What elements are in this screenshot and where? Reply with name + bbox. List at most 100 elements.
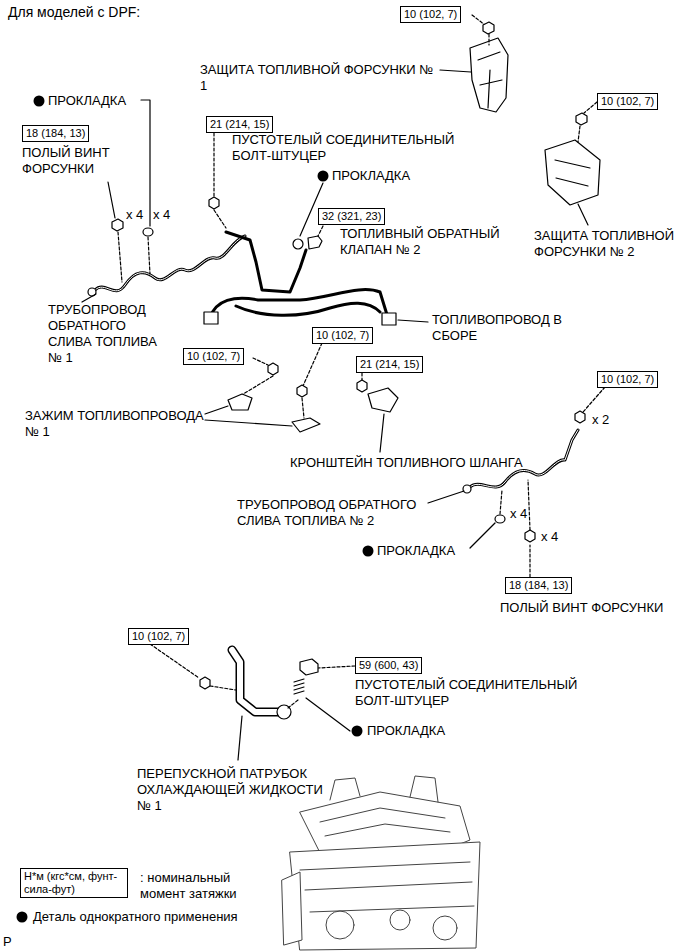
torque-box: 10 (102, 7) — [183, 348, 244, 365]
gasket-symbol — [293, 239, 303, 249]
leader-dashed — [583, 387, 605, 412]
protector-detail — [478, 52, 502, 108]
torque-value: Н*м (кгс*см, фунт-сила-фут) — [24, 870, 124, 896]
leader-dashed — [118, 232, 150, 282]
leader-dashed — [472, 15, 485, 25]
torque-box: 21 (214, 15) — [206, 116, 273, 133]
engine-sketch — [282, 776, 480, 950]
torque-value: 21 (214, 15) — [360, 358, 419, 371]
leader-line — [440, 70, 471, 72]
bolt-symbol — [112, 219, 123, 231]
leader-line — [380, 414, 384, 452]
part-label: ТРУБОПРОВОД ОБРАТНОГО СЛИВА ТОПЛИВА № 2 — [237, 497, 432, 529]
pipe — [210, 290, 388, 318]
quantity-callout: x 4 — [510, 506, 527, 522]
torque-box: 32 (321, 23) — [318, 208, 385, 225]
leader-line — [398, 320, 428, 322]
legend-entry: : номинальный момент затяжки — [140, 870, 252, 902]
leader-dashed — [150, 644, 199, 678]
pipe — [232, 650, 282, 712]
pipe-end — [463, 485, 471, 493]
bolt-symbol — [357, 380, 367, 392]
bolt-symbol — [209, 197, 219, 209]
torque-value: 18 (184, 13) — [26, 127, 85, 140]
torque-box: 18 (184, 13) — [505, 577, 572, 594]
bolt-symbol — [575, 411, 585, 423]
connector-shape — [382, 313, 396, 325]
protector-detail — [555, 160, 590, 186]
page-title: Для моделей с DPF: — [8, 4, 140, 21]
torque-box: 18 (184, 13) — [22, 125, 89, 142]
bolt-symbol — [268, 363, 278, 375]
part-label: P — [3, 934, 12, 950]
bolt-symbol — [525, 530, 535, 542]
part-label: КРОНШТЕЙН ТОПЛИВНОГО ШЛАНГА — [290, 455, 523, 471]
part-label: ПОЛЫЙ ВИНТ ФОРСУНКИ — [500, 600, 663, 616]
legend-text: Деталь однократного применения — [33, 909, 238, 924]
connector-shape — [204, 312, 218, 324]
pipe — [236, 303, 380, 315]
leader-dashed — [213, 133, 214, 198]
leader-dashed — [288, 700, 298, 708]
quantity-callout: x 4 — [153, 207, 170, 223]
bracket-shape — [368, 388, 398, 412]
leader-dashed — [303, 343, 322, 386]
part-label: ПЕРЕПУСКНОЙ ПАТРУБОК ОХЛАЖДАЮЩЕЙ ЖИДКОСТ… — [137, 766, 327, 814]
leader-dashed — [528, 480, 530, 530]
leader-dashed — [253, 358, 268, 365]
leader-line — [428, 491, 464, 503]
quantity-callout: x 2 — [592, 412, 609, 428]
bolt-symbol — [300, 659, 318, 675]
torque-box: 10 (102, 7) — [312, 327, 373, 344]
torque-box: 10 (102, 7) — [400, 6, 461, 23]
leader-line — [108, 182, 115, 218]
torque-value: 10 (102, 7) — [187, 350, 240, 363]
torque-value: 10 (102, 7) — [132, 630, 185, 643]
leader-line — [205, 406, 292, 426]
leader-dashed — [210, 686, 236, 690]
torque-value: 10 (102, 7) — [316, 329, 369, 342]
leader-line — [82, 294, 96, 302]
leader-dashed — [500, 490, 502, 514]
quantity-callout: x 4 — [126, 207, 143, 223]
pipe — [232, 650, 282, 712]
protector-shape — [470, 38, 508, 112]
part-label: ТРУБОПРОВОД ОБРАТНОГО СЛИВА ТОПЛИВА № 1 — [48, 302, 173, 366]
leader-line — [306, 698, 350, 731]
torque-value: 10 (102, 7) — [404, 8, 457, 21]
part-label: ПУСТОТЕЛЫЙ СОЕДИНИТЕЛЬНЫЙ БОЛТ-ШТУЦЕР — [355, 677, 590, 709]
leader-line — [470, 523, 495, 548]
leader-dashed — [529, 545, 530, 577]
leader-dashed — [240, 376, 273, 396]
leader-line — [238, 716, 242, 760]
torque-value: 21 (214, 15) — [210, 118, 269, 131]
torque-value: 10 (102, 7) — [601, 373, 654, 386]
torque-box: 59 (600, 43) — [355, 657, 422, 674]
protector-shape — [545, 140, 600, 205]
gasket-symbol — [495, 515, 505, 523]
pipe — [95, 236, 245, 291]
part-label: ПОЛЫЙ ВИНТ ФОРСУНКИ — [22, 145, 122, 177]
pipe — [95, 236, 245, 291]
bolt-symbol — [576, 113, 587, 125]
legend-text: : номинальный момент затяжки — [140, 870, 237, 901]
part-label: ПРОКЛАДКА — [377, 543, 455, 559]
torque-box: 10 (102, 7) — [128, 628, 189, 645]
leader-dashed — [214, 210, 226, 228]
valve-symbol — [308, 236, 322, 249]
part-label: ПРОКЛАДКА — [367, 723, 445, 739]
gasket-symbol — [294, 679, 304, 694]
torque-value: 32 (321, 23) — [322, 210, 381, 223]
leader-dashed — [584, 102, 597, 113]
torque-value: 59 (600, 43) — [359, 659, 418, 672]
part-label: ЗАЩИТА ТОПЛИВНОЙ ФОРСУНКИ № 2 — [534, 228, 684, 260]
leader-line — [578, 204, 588, 225]
part-label: ПРОКЛАДКА — [48, 93, 126, 109]
torque-value: 18 (184, 13) — [509, 579, 568, 592]
leader-dashed — [318, 666, 355, 668]
gasket-symbol — [143, 228, 153, 236]
legend-entry: Деталь однократного применения — [33, 909, 238, 925]
part-label: ЗАЩИТА ТОПЛИВНОЙ ФОРСУНКИ № 1 — [200, 62, 435, 94]
torque-value: 10 (102, 7) — [601, 95, 654, 108]
